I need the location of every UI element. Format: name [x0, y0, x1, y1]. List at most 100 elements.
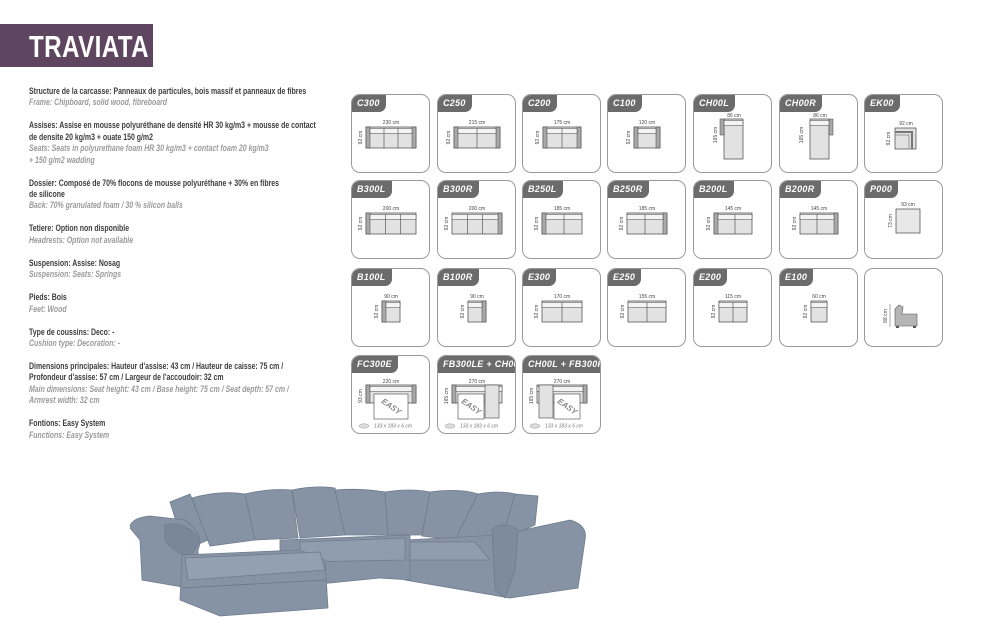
module-code: B200L: [694, 181, 734, 198]
module-code: P000: [865, 181, 899, 198]
depth-label: 92 cm: [626, 131, 632, 145]
width-label: 92 cm: [899, 121, 913, 127]
spec-french-line: Pieds: Bois: [29, 291, 67, 303]
width-label: 120 cm: [639, 120, 655, 126]
depth-label: 92 cm: [886, 132, 892, 146]
module-code: EK00: [865, 95, 900, 112]
spec-english-line: Suspension: Seats: Springs: [29, 268, 122, 280]
spec-section: Type de coussins: Deco: -Cushion type: D…: [29, 326, 340, 349]
depth-label: 92 cm: [534, 305, 540, 319]
bed-mattress: [457, 393, 485, 420]
module-code: C200: [523, 95, 557, 112]
bed-mattress: [553, 393, 581, 420]
mattress-icon: [358, 423, 370, 429]
module-card-side-view[interactable]: 88 cm: [864, 268, 943, 347]
spec-french-line: de silicone: [29, 188, 65, 200]
module-code: B200R: [780, 181, 821, 198]
width-label: 185 cm: [639, 206, 655, 212]
spec-section: Assises: Assise en mousse polyuréthane d…: [29, 119, 340, 165]
module-diagram: 92 cm 92 cm: [886, 121, 917, 150]
mattress-size: 133 x 183 x 6 cm: [374, 424, 412, 430]
depth-label: 92 cm: [358, 217, 364, 231]
depth-label: 73 cm: [888, 214, 894, 228]
spec-french-line: de densite 20 kg/m3 + ouate 150 g/m2: [29, 130, 153, 142]
width-label: 115 cm: [725, 294, 741, 300]
depth-label: 92 cm: [711, 305, 717, 319]
depth-label: 93 cm: [358, 389, 364, 403]
spec-english-line: Cushion type: Decoration: -: [29, 337, 120, 349]
spec-section: Dossier: Composé de 70% flocons de mouss…: [29, 177, 340, 211]
width-label: 86 cm: [813, 113, 827, 119]
width-label: 220 cm: [383, 379, 399, 385]
module-card-e300[interactable]: 170 cm 92 cm E300: [522, 268, 601, 347]
width-label: 145 cm: [811, 206, 827, 212]
width-label: 270 cm: [554, 379, 570, 385]
module-code: E300: [523, 269, 557, 286]
spec-french-line: Structure de la carcasse: Panneaux de pa…: [29, 85, 307, 96]
spec-english-line: Frame: Chipboard, solid wood, fibreboard: [29, 96, 167, 108]
module-code: E200: [694, 269, 728, 286]
depth-label: 165 cm: [799, 127, 805, 143]
width-label: 170 cm: [554, 294, 570, 300]
module-code: C300: [352, 95, 386, 112]
depth-label: 92 cm: [792, 217, 798, 231]
module-card-b200r[interactable]: 145 cm 92 cm B200R: [779, 180, 858, 259]
depth-label: 92 cm: [803, 305, 809, 319]
spec-english-line: Headrests: Option not available: [29, 233, 134, 245]
spec-french-line: Profondeur d'assise: 57 cm / Largeur de …: [29, 371, 224, 383]
depth-label: 92 cm: [460, 305, 466, 319]
spec-english-line: Main dimensions: Seat height: 43 cm / Ba…: [29, 382, 289, 394]
module-card-e200[interactable]: 115 cm 92 cm E200: [693, 268, 772, 347]
bed-mattress: [373, 393, 409, 420]
height-label: 88 cm: [883, 309, 889, 323]
module-card-ek00[interactable]: 92 cm 92 cm EK00: [864, 94, 943, 173]
spec-english-line: Feet: Wood: [29, 302, 67, 314]
spec-english-line: Back: 70% granulated foam / 30 % silicon…: [29, 199, 183, 211]
spec-french-line: Assises: Assise en mousse polyuréthane d…: [29, 119, 316, 131]
width-label: 155 cm: [639, 294, 655, 300]
spec-french-line: Dimensions principales: Hauteur d'assise…: [29, 360, 284, 372]
mattress-size: 133 x 183 x 6 cm: [460, 424, 498, 430]
depth-label: 165 cm: [713, 127, 719, 143]
module-diagram: 86 cm 165 cm: [799, 113, 834, 160]
width-label: 90 cm: [384, 294, 398, 300]
module-code: B100R: [438, 269, 479, 286]
module-code: B250R: [608, 181, 649, 198]
width-label: 230 cm: [383, 120, 399, 126]
module-code: E100: [780, 269, 814, 286]
module-code: B250L: [523, 181, 563, 198]
